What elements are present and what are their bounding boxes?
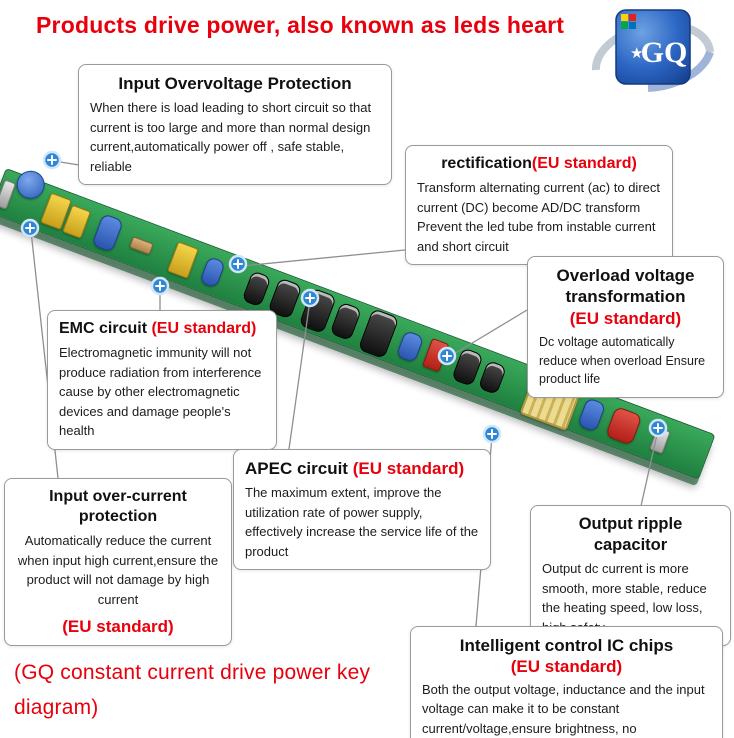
pcb-connector: [0, 179, 17, 210]
callout-rectification: rectification(EU standard) Transform alt…: [405, 145, 673, 265]
callout-body: The maximum extent, improve the utilizat…: [245, 485, 479, 559]
callout-title-standard: (EU standard): [510, 657, 623, 677]
callout-title-text: Output ripple capacitor: [578, 515, 683, 554]
pcb-component: [477, 359, 508, 396]
callout-standard-label: (EU standard): [62, 617, 174, 636]
callout-title-standard: (EU standard): [352, 459, 465, 478]
callout-input-overvoltage-protection: Input Overvoltage Protection When there …: [78, 64, 392, 186]
callout-title: Output ripple capacitor: [542, 514, 719, 555]
pcb-component: [199, 256, 226, 289]
callout-body: When there is load leading to short circ…: [90, 100, 372, 174]
callout-title: rectification(EU standard): [417, 154, 661, 174]
pcb-component: [329, 301, 363, 342]
pcb-component: [241, 270, 272, 308]
callout-body: Transform alternating current (ac) to di…: [417, 180, 660, 254]
pcb-component: [166, 241, 199, 279]
callout-body: Automatically reduce the current when in…: [17, 533, 219, 607]
callout-overload-voltage-transformation: Overload voltage transformation (EU stan…: [527, 256, 724, 398]
page-title: Products drive power, also known as leds…: [36, 12, 565, 38]
gq-logo: ★ GQ: [578, 0, 728, 100]
logo-mosaic: [621, 14, 636, 29]
callout-title-text: Intelligent control IC chips: [459, 636, 674, 655]
callout-emc-circuit: EMC circuit (EU standard) Electromagneti…: [47, 310, 277, 450]
callout-title-standard: (EU standard): [569, 308, 682, 328]
connector-dot-icon: [150, 276, 170, 296]
diagram-caption: (GQ constant current drive power key dia…: [14, 661, 371, 719]
callout-title-standard: (EU standard): [531, 155, 637, 172]
callout-title-standard: (EU standard): [151, 320, 257, 337]
pcb-component: [451, 347, 484, 387]
callout-title-text: Input Overvoltage Protection: [118, 74, 352, 93]
callout-intelligent-control-ic-chips: Intelligent control IC chips (EU standar…: [410, 626, 723, 738]
callout-title: Intelligent control IC chips (EU standar…: [422, 635, 711, 678]
callout-title: Overload voltage transformation (EU stan…: [539, 265, 712, 329]
callout-body: Electromagnetic immunity will not produc…: [59, 345, 262, 438]
pcb-component: [576, 397, 607, 433]
callout-body: Dc voltage automatically reduce when ove…: [539, 334, 706, 387]
callout-title-text: rectification: [441, 155, 532, 172]
callout-title: APEC circuit (EU standard): [245, 458, 479, 479]
pcb-component: [128, 236, 154, 256]
callout-title: EMC circuit (EU standard): [59, 319, 265, 339]
callout-title-text: APEC circuit: [245, 459, 353, 478]
gq-logo-graphic: ★ GQ: [591, 9, 714, 92]
pcb-connector: [649, 426, 671, 455]
pcb-component: [91, 213, 124, 253]
connector-dot-icon: [42, 150, 62, 170]
logo-text: GQ: [641, 36, 688, 69]
callout-body: Both the output voltage, inductance and …: [422, 681, 705, 736]
connector-line: [241, 249, 406, 267]
callout-apec-circuit: APEC circuit (EU standard) The maximum e…: [233, 449, 491, 571]
connector-dot-icon: [482, 424, 502, 444]
pcb-component: [605, 405, 643, 446]
callout-title-text: EMC circuit: [59, 320, 152, 337]
pcb-component: [421, 337, 450, 373]
callout-title-text: Input over-current protection: [49, 488, 187, 525]
callout-title-text: Overload voltage transformation: [556, 266, 695, 307]
callout-title: Input over-current protection: [16, 487, 220, 527]
callout-input-over-current-protection: Input over-current protection Automatica…: [4, 478, 232, 646]
pcb-trimmer-pot: [12, 166, 49, 203]
pcb-component: [357, 308, 400, 360]
pcb-component: [395, 329, 425, 364]
callout-title: Input Overvoltage Protection: [90, 73, 380, 94]
logo-star-icon: ★: [630, 45, 643, 62]
